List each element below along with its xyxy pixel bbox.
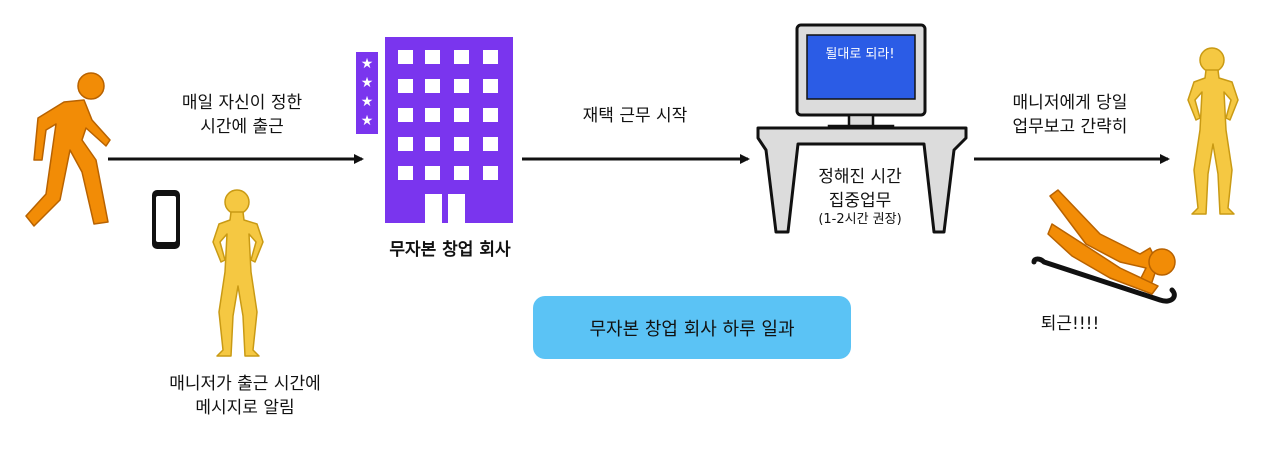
woman-icon xyxy=(212,189,264,357)
sledding-person-icon xyxy=(1031,189,1177,304)
computer-desk-icon xyxy=(756,23,968,234)
svg-text:★: ★ xyxy=(361,113,374,129)
building-icon: ★ ★ ★ ★ xyxy=(356,37,513,223)
focus-work-label: 정해진 시간 집중업무 xyxy=(818,167,902,211)
focus-note-label: (1-2시간 권장) xyxy=(818,212,902,227)
svg-text:★: ★ xyxy=(361,75,374,91)
manager-notice-label: 매니저가 출근 시간에 메시지로 알림 xyxy=(169,374,321,418)
walking-person-icon xyxy=(25,72,111,227)
phone-icon xyxy=(152,190,180,249)
company-name-label: 무자본 창업 회사 xyxy=(389,240,511,260)
remote-start-label: 재택 근무 시작 xyxy=(582,106,688,126)
woman-icon xyxy=(1187,47,1239,215)
svg-text:★: ★ xyxy=(361,56,374,72)
commute-label: 매일 자신이 정한 시간에 출근 xyxy=(181,93,303,137)
screen-text: 될대로 되라! xyxy=(825,47,895,62)
leave-work-label: 퇴근!!!! xyxy=(1040,314,1100,334)
star-icon: ★ ★ ★ ★ xyxy=(361,56,374,129)
svg-text:★: ★ xyxy=(361,94,374,110)
report-label: 매니저에게 당일 업무보고 간략히 xyxy=(1012,93,1128,137)
diagram-title: 무자본 창업 회사 하루 일과 xyxy=(533,296,851,359)
